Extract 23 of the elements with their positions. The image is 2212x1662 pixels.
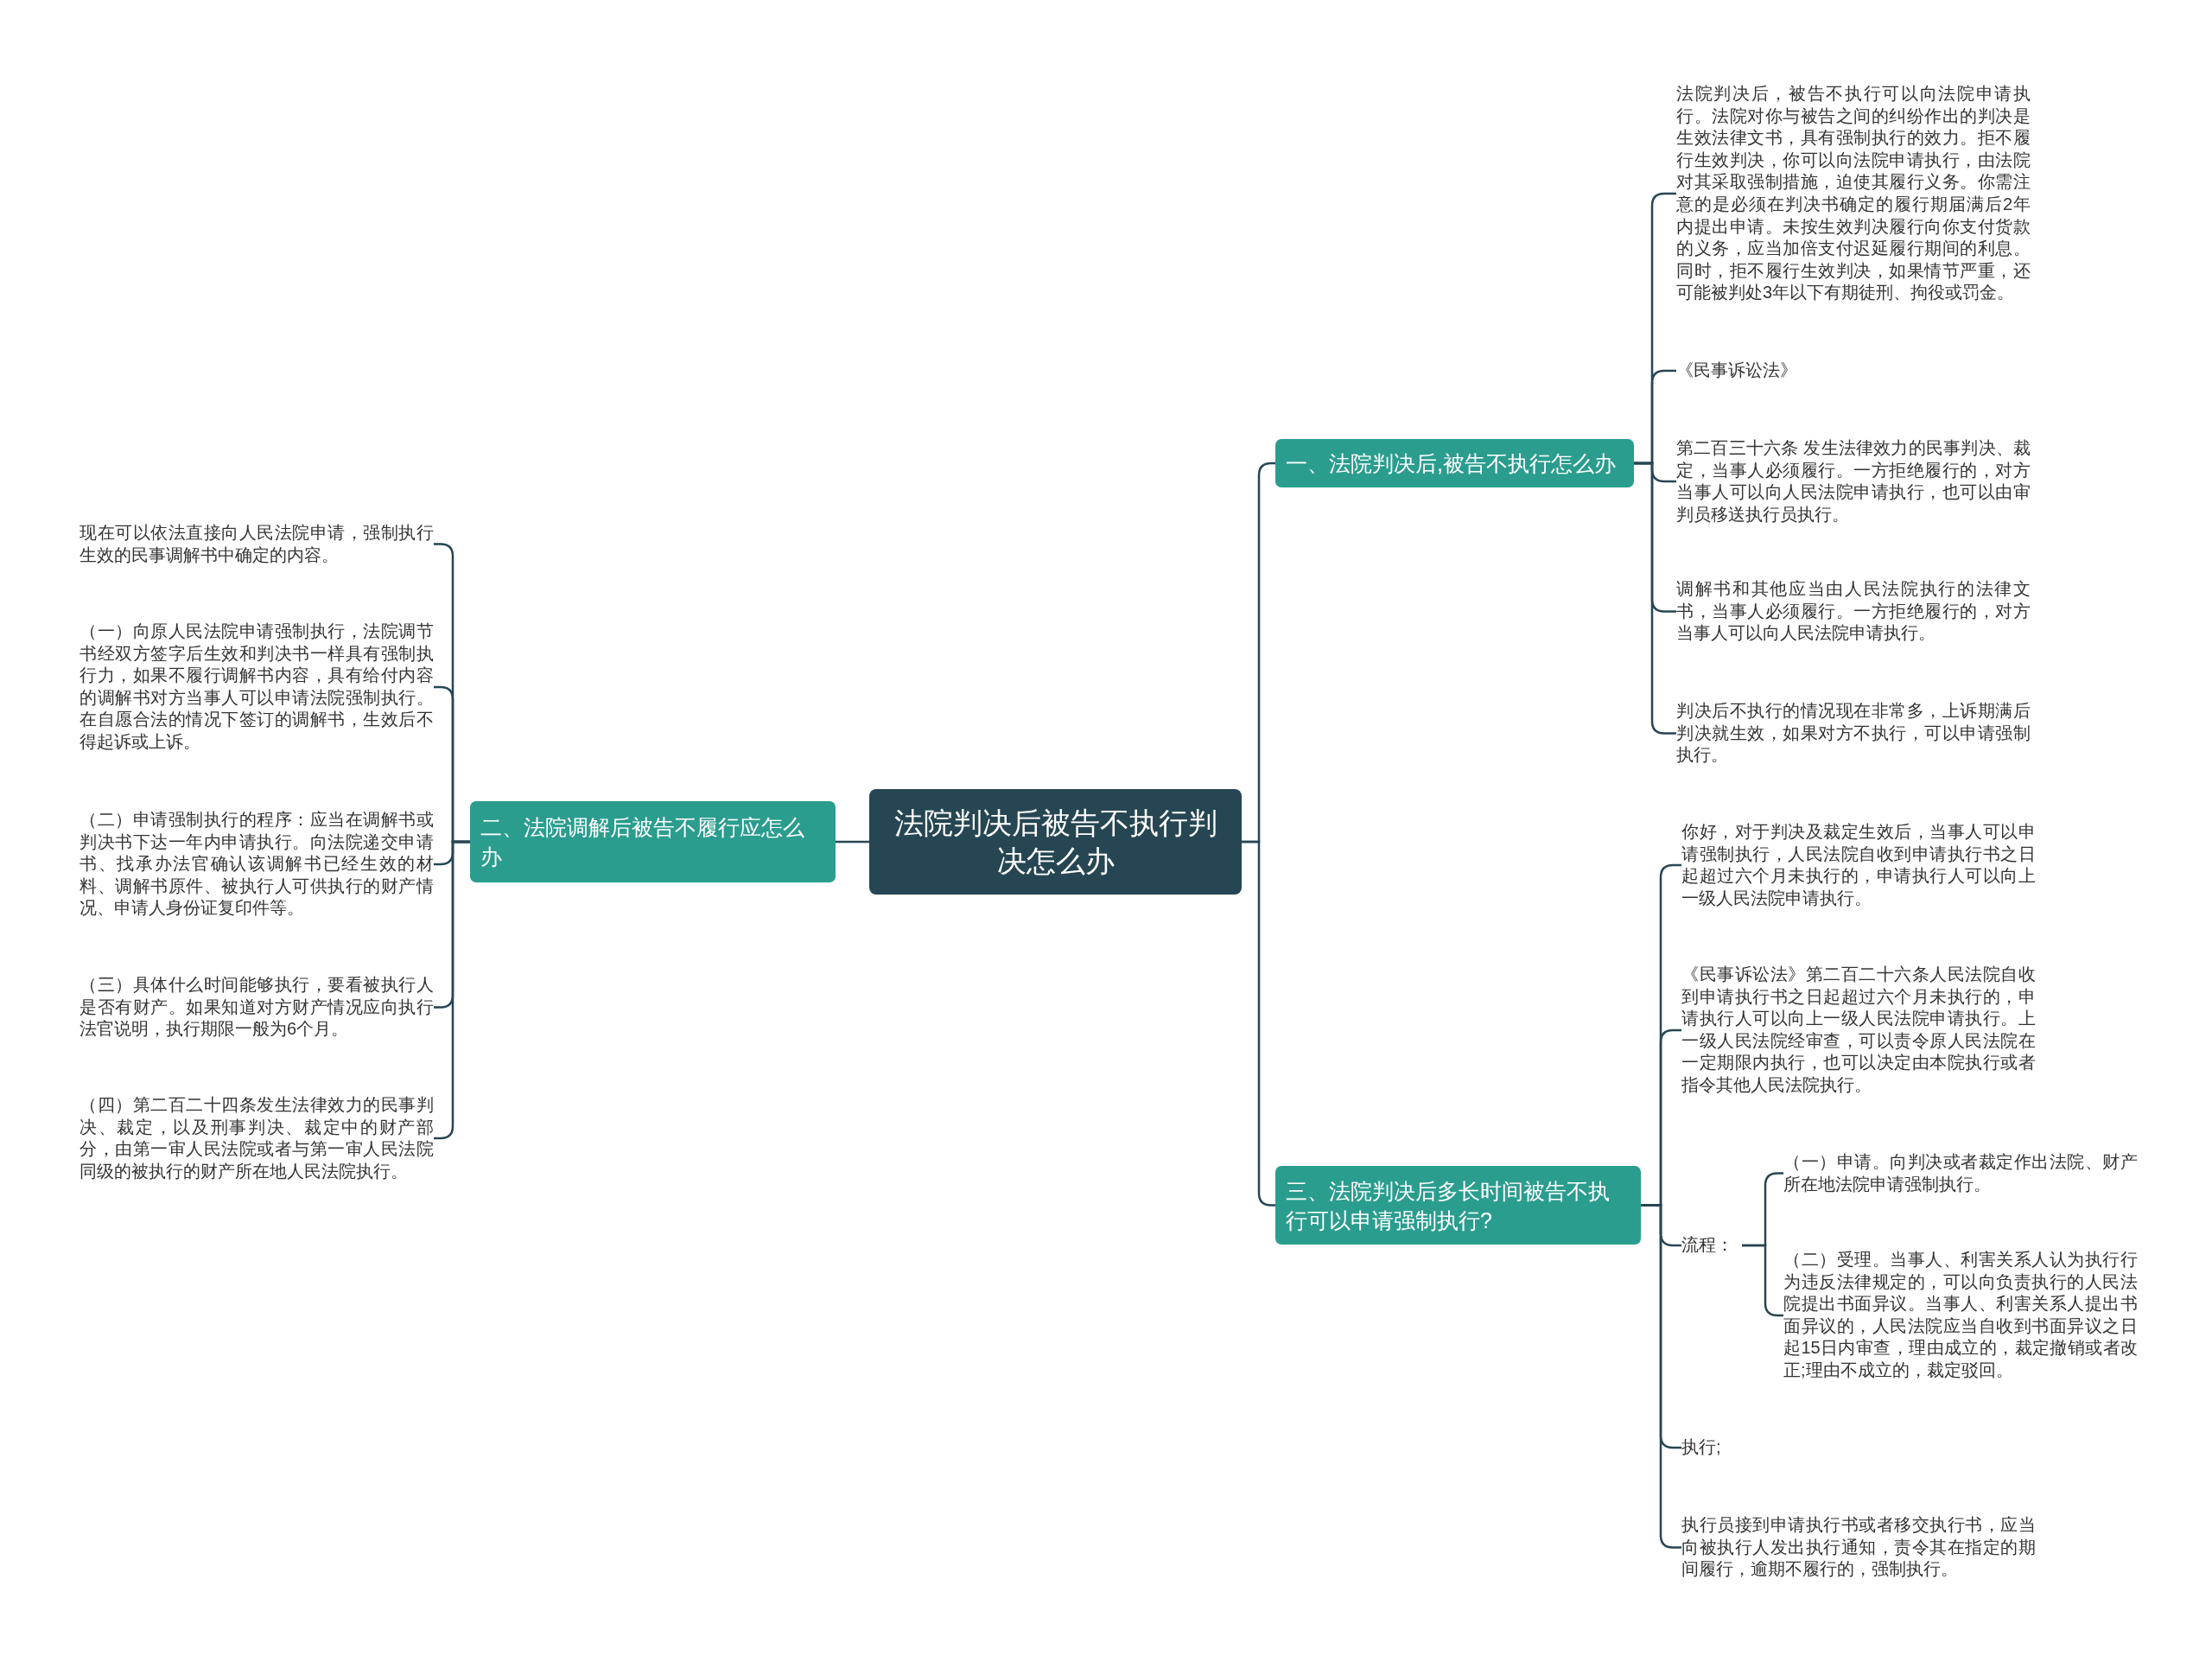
topic-text: （一）向原人民法院申请强制执行，法院调节书经双方签字后生效和判决书一样具有强制执行力，如果不履行调解书内容，具有给付内容的调解书对方当事人可以申请法院强制执行。在自愿合法的情况下签订的调解书，生效后不得起诉或上诉。 bbox=[79, 621, 434, 754]
topic-text: 第二百三十六条 发生法律效力的民事判决、裁定，当事人必须履行。一方拒绝履行的，对方当事人可以向人民法院申请执行，也可以由审判员移送执行员执行。 bbox=[1676, 437, 2031, 526]
topic-text: 法院判决后，被告不执行可以向法院申请执行。法院对你与被告之间的纠纷作出的判决是生效法律文书，具有强制执行的效力。拒不履行生效判决，你可以向法院申请执行，由法院对其采取强制措施，迫使其履行义务。你需注意的是必须在判决书确定的履行期届满后2年内提出申请。未按生效判决履行向你支付货款的义务，应当加倍支付迟延履行期间的利息。同时，拒不履行生效判决，如果情节严重，还可能被判处3年以下有期徒刑、拘役或罚金。 bbox=[1676, 83, 2031, 304]
central-topic-box: 法院判决后被告不执行判决怎么办 bbox=[869, 789, 1242, 895]
topic-box: 一、法院判决后,被告不执行怎么办 bbox=[1275, 439, 1634, 487]
topic-text: 调解书和其他应当由人民法院执行的法律文书，当事人必须履行。一方拒绝履行的，对方当事人可以向人民法院申请执行。 bbox=[1676, 578, 2031, 645]
topic-text: （二）受理。当事人、利害关系人认为执行行为违反法律规定的，可以向负责执行的人民法院提出书面异议。当事人、利害关系人提出书面异议的，人民法院应当自收到书面异议之日起15日内审查，理由成立的，裁定撤销或者改正;理由不成立的，裁定驳回。 bbox=[1783, 1249, 2138, 1382]
topic-text: 《民事诉讼法》 bbox=[1676, 360, 2031, 382]
topic-text: 现在可以依法直接向人民法院申请，强制执行生效的民事调解书中确定的内容。 bbox=[79, 522, 434, 567]
topic-box: 三、法院判决后多长时间被告不执行可以申请强制执行? bbox=[1275, 1166, 1641, 1245]
topic-text: （二）申请强制执行的程序：应当在调解书或判决书下达一年内申请执行。向法院递交申请书、找承办法官确认该调解书已经生效的材料、调解书原件、被执行人可供执行的财产情况、申请人身份证复印件等。 bbox=[79, 809, 434, 920]
topic-text: （三）具体什么时间能够执行，要看被执行人是否有财产。如果知道对方财产情况应向执行法官说明，执行期限一般为6个月。 bbox=[79, 974, 434, 1041]
topic-text: 流程： bbox=[1681, 1234, 1742, 1257]
topic-text: 执行员接到申请执行书或者移交执行书，应当向被执行人发出执行通知，责令其在指定的期间履行，逾期不履行的，强制执行。 bbox=[1681, 1514, 2036, 1581]
topic-text: 执行; bbox=[1681, 1436, 1768, 1459]
topic-text: 判决后不执行的情况现在非常多，上诉期满后判决就生效，如果对方不执行，可以申请强制执行。 bbox=[1676, 700, 2031, 767]
topic-box: 二、法院调解后被告不履行应怎么办 bbox=[470, 801, 836, 882]
topic-text: 你好，对于判决及裁定生效后，当事人可以申请强制执行，人民法院自收到申请执行书之日起超过六个月未执行的，申请执行人可以向上一级人民法院申请执行。 bbox=[1681, 821, 2036, 910]
connector-line bbox=[1641, 1204, 1681, 1549]
connector-line bbox=[836, 840, 869, 844]
topic-text: （一）申请。向判决或者裁定作出法院、财产所在地法院申请强制执行。 bbox=[1783, 1151, 2138, 1196]
topic-text: 《民事诉讼法》第二百二十六条人民法院自收到申请执行书之日起超过六个月未执行的，申请执行人可以向上一级人民法院申请执行。上一级人民法院经审查，可以责令原人民法院在一定期限内执行，也可以决定由本院执行或者指令其他人民法院执行。 bbox=[1681, 964, 2036, 1097]
topic-text: （四）第二百二十四条发生法律效力的民事判决、裁定，以及刑事判决、裁定中的财产部分，由第一审人民法院或者与第一审人民法院同级的被执行的财产所在地人民法院执行。 bbox=[79, 1094, 434, 1183]
